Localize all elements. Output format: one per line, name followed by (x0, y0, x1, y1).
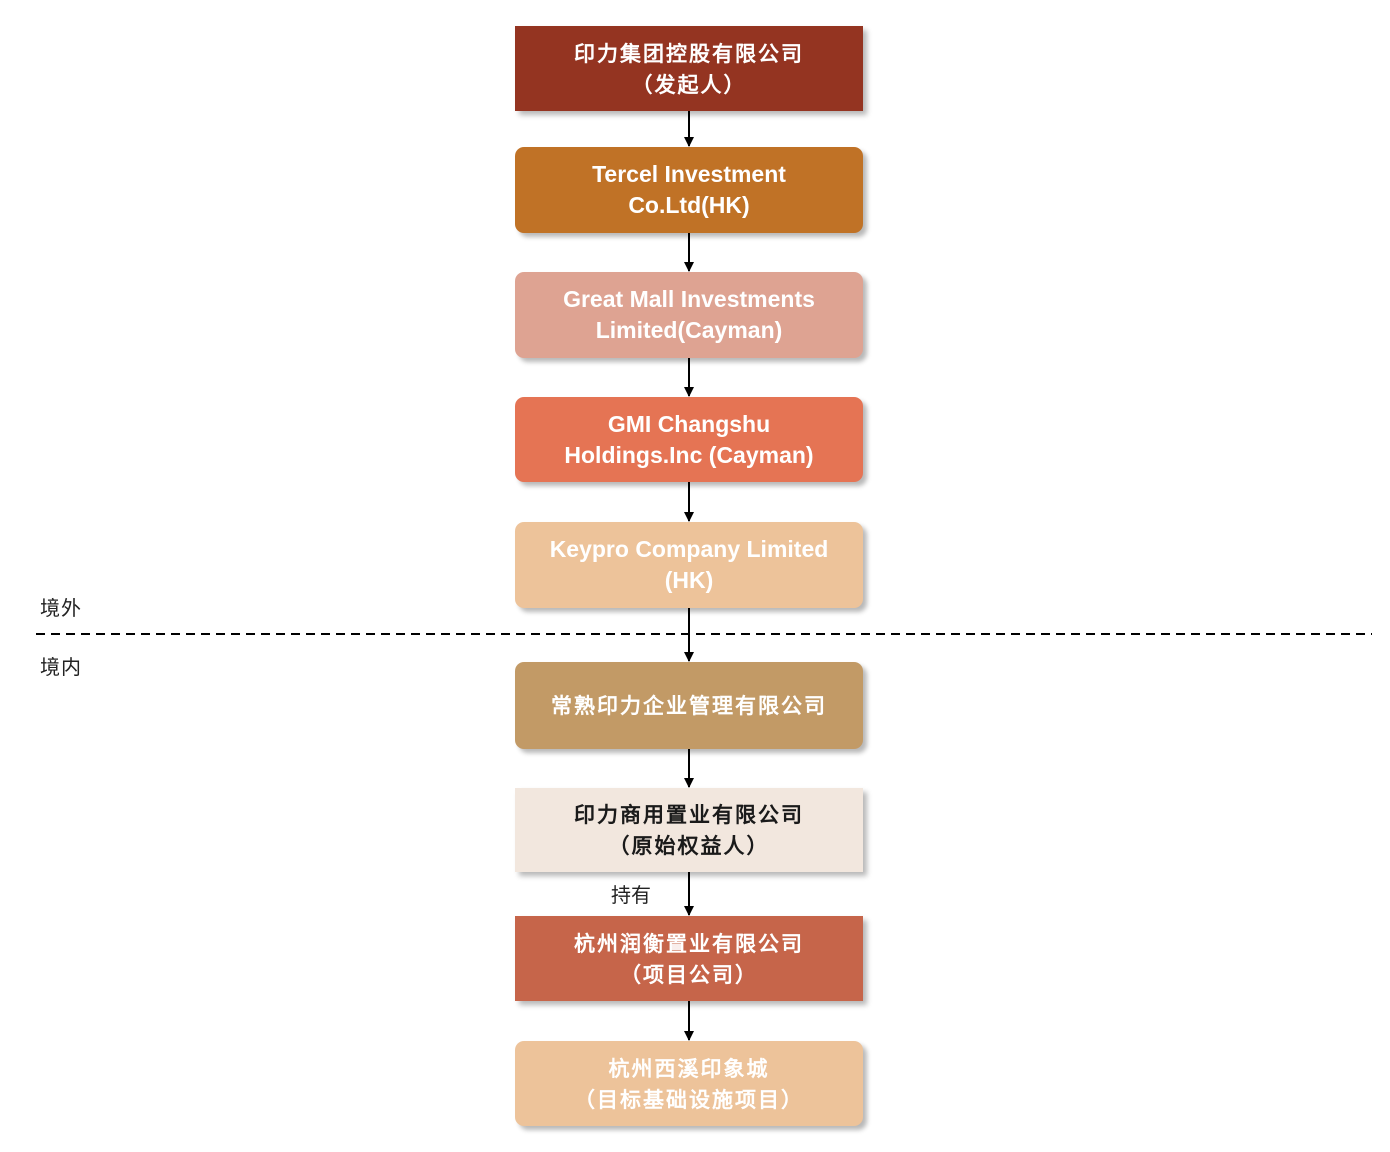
node-line: GMI Changshu (607, 410, 771, 437)
node-line: （原始权益人） (608, 833, 770, 858)
node-tercel: Tercel Investment Co.Ltd(HK) (515, 147, 863, 233)
node-line: 杭州润衡置业有限公司 (574, 930, 804, 956)
node-line: Holdings.Inc (Cayman) (564, 441, 814, 468)
node-yinli-group: 印力集团控股有限公司 （发起人） (515, 26, 863, 111)
node-line: 杭州西溪印象城 (608, 1055, 770, 1081)
node-line: 常熟印力企业管理有限公司 (551, 693, 827, 718)
node-line: （发起人） (631, 71, 747, 97)
node-line: （项目公司） (620, 961, 758, 987)
node-hangzhou-runheng: 杭州润衡置业有限公司 （项目公司） (515, 916, 863, 1001)
holding-edge-label: 持有 (611, 883, 651, 907)
node-changshu-yinli: 常熟印力企业管理有限公司 (515, 662, 863, 749)
onshore-zone-label: 境内 (40, 655, 82, 679)
node-yinli-commercial: 印力商用置业有限公司 （原始权益人） (515, 788, 863, 872)
node-gmi-changshu: GMI Changshu Holdings.Inc (Cayman) (515, 397, 863, 482)
node-line: Tercel Investment (592, 161, 786, 187)
node-line: Great Mall Investments (563, 286, 815, 312)
node-line: Co.Ltd(HK) (628, 192, 750, 218)
node-line: Limited(Cayman) (595, 317, 783, 343)
node-keypro: Keypro Company Limited (HK) (515, 522, 863, 608)
node-xixi-yinxiang: 杭州西溪印象城 （目标基础设施项目） (515, 1041, 863, 1126)
offshore-zone-label: 境外 (40, 596, 82, 620)
node-line: Keypro Company Limited (549, 536, 829, 562)
node-line: 印力集团控股有限公司 (574, 40, 804, 66)
node-great-mall: Great Mall Investments Limited(Cayman) (515, 272, 863, 358)
node-line: (HK) (664, 567, 714, 593)
node-line: （目标基础设施项目） (574, 1086, 804, 1112)
node-line: 印力商用置业有限公司 (574, 802, 804, 827)
